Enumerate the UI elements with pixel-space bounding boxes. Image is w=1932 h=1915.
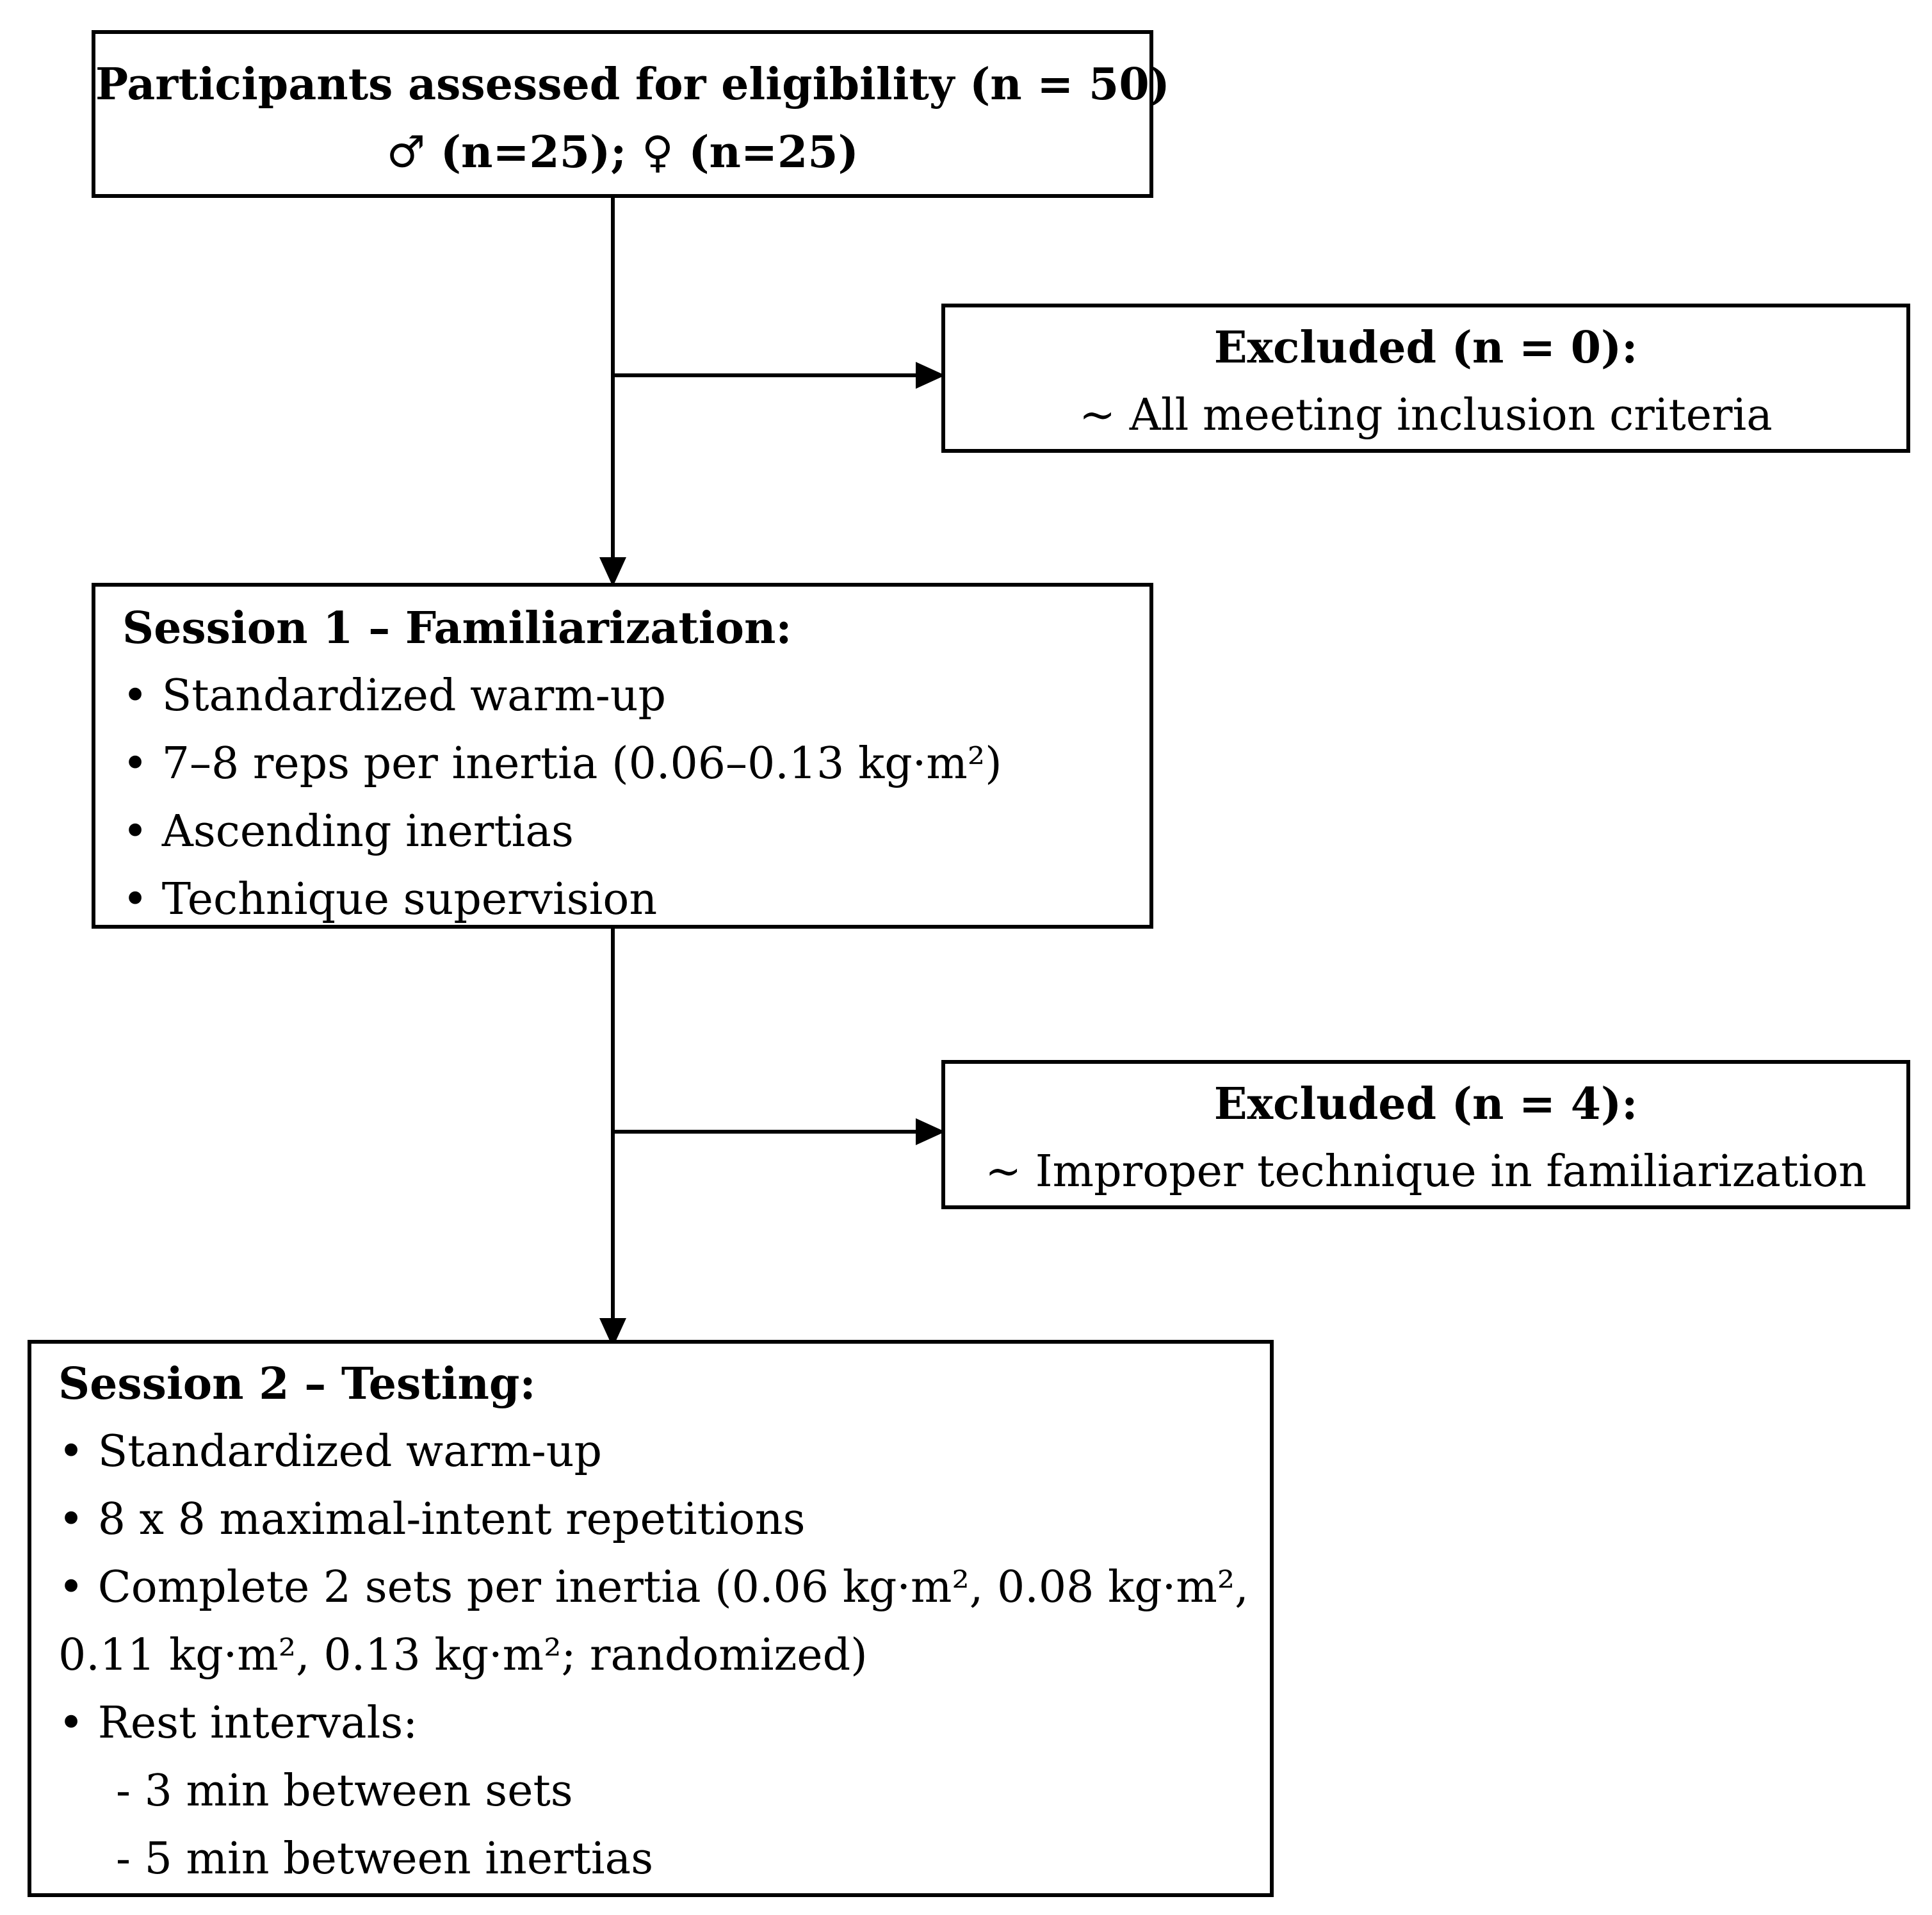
arrow-to-session1 <box>599 557 626 587</box>
excluded-2-title: Excluded (n = 4): <box>1214 1079 1638 1130</box>
session2-box: Session 2 – Testing: • Standardized warm… <box>28 1340 1274 1897</box>
eligibility-box: Participants assessed for eligibility (n… <box>92 30 1170 198</box>
session2-item: • Rest intervals: <box>58 1698 418 1748</box>
session1-item: • Standardized warm-up <box>122 671 667 721</box>
session2-item: • Standardized warm-up <box>58 1426 603 1477</box>
connector-branch-1 <box>613 373 920 377</box>
session2-title: Session 2 – Testing: <box>58 1358 536 1410</box>
session1-box: Session 1 – Familiarization: • Standardi… <box>92 583 1153 929</box>
session1-item: • Technique supervision <box>122 874 658 925</box>
connector-main-1 <box>611 195 615 567</box>
excluded-box-2: Excluded (n = 4): ~ Improper technique i… <box>941 1060 1910 1209</box>
excluded-2-reason: ~ Improper technique in familiarization <box>985 1146 1867 1197</box>
connector-branch-2 <box>613 1130 920 1134</box>
session1-item: • 7–8 reps per inertia (0.06–0.13 kg·m²) <box>122 738 1002 789</box>
session2-subitem: - 5 min between inertias <box>116 1834 654 1884</box>
arrow-to-excluded2 <box>916 1118 945 1145</box>
session2-subitem: - 3 min between sets <box>116 1766 573 1816</box>
excluded-1-reason: ~ All meeting inclusion criteria <box>1079 390 1773 441</box>
session1-item: • Ascending inertias <box>122 806 574 857</box>
excluded-1-title: Excluded (n = 0): <box>1214 322 1638 373</box>
arrow-to-excluded1 <box>916 362 945 389</box>
session2-item: 0.11 kg·m², 0.13 kg·m²; randomized) <box>58 1630 868 1681</box>
session2-item: • Complete 2 sets per inertia (0.06 kg·m… <box>58 1562 1249 1613</box>
session1-title: Session 1 – Familiarization: <box>122 603 792 654</box>
eligibility-title: Participants assessed for eligibility (n… <box>95 59 1170 110</box>
eligibility-subtitle: ♂ (n=25); ♀ (n=25) <box>386 127 859 178</box>
excluded-box-1: Excluded (n = 0): ~ All meeting inclusio… <box>941 304 1910 453</box>
session2-item: • 8 x 8 maximal-intent repetitions <box>58 1494 806 1545</box>
connector-main-2 <box>611 926 615 1330</box>
